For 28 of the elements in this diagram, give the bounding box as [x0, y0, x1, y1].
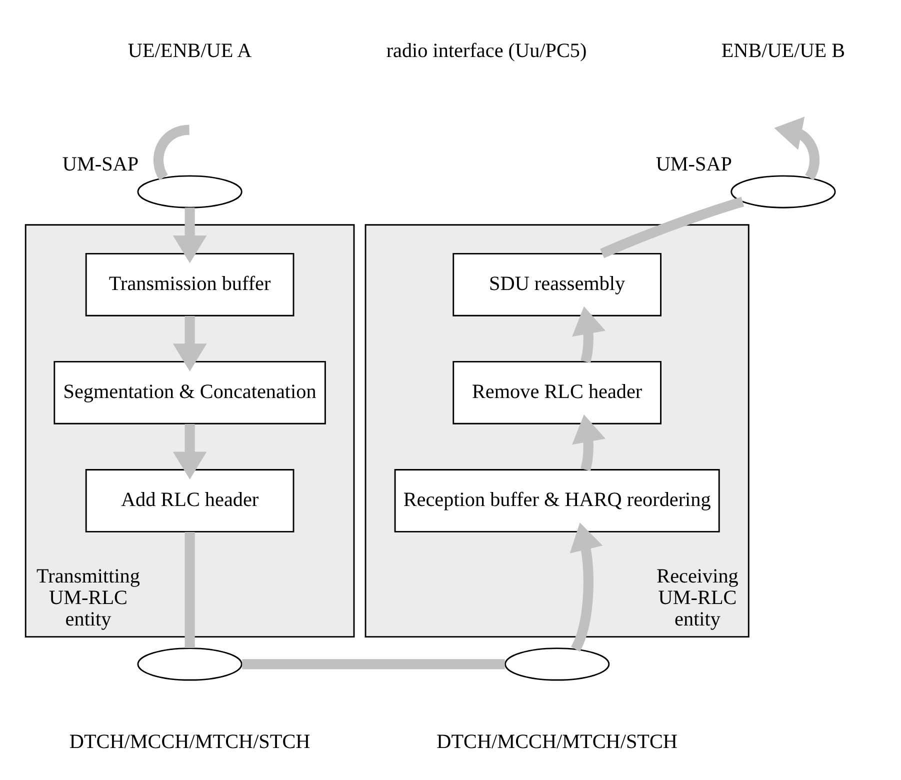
- arrow: [172, 316, 207, 372]
- connector: [154, 124, 190, 180]
- label: UE/ENB/UE A: [128, 40, 252, 62]
- node-box: Reception buffer & HARQ reordering: [394, 469, 720, 532]
- label: radio interface (Uu/PC5): [386, 40, 587, 62]
- node-box: Remove RLC header: [452, 360, 662, 424]
- node-label: UM-SAP: [62, 153, 139, 176]
- node-ellipse: [730, 175, 836, 208]
- arrow: [572, 306, 606, 363]
- node-label: DTCH/MCCH/MTCH/STCH: [69, 731, 310, 754]
- node-label: DTCH/MCCH/MTCH/STCH: [436, 731, 678, 754]
- node-box: Transmission buffer: [85, 252, 294, 316]
- node-box: Segmentation & Concatenation: [54, 360, 326, 424]
- node-label: UM-SAP: [656, 153, 732, 176]
- arrow: [572, 414, 606, 471]
- connector: [184, 532, 195, 648]
- node-ellipse: [137, 648, 242, 681]
- arrow: [774, 116, 820, 180]
- arrow: [570, 522, 603, 652]
- arrow: [172, 424, 207, 480]
- node-ellipse: [137, 175, 242, 208]
- node-box: SDU reassembly: [452, 252, 662, 316]
- node-box: Add RLC header: [85, 469, 294, 532]
- node-ellipse: [504, 648, 610, 681]
- label: ENB/UE/UE B: [721, 40, 846, 62]
- connector: [600, 196, 744, 258]
- connector: [242, 659, 505, 670]
- arrow: [172, 208, 207, 264]
